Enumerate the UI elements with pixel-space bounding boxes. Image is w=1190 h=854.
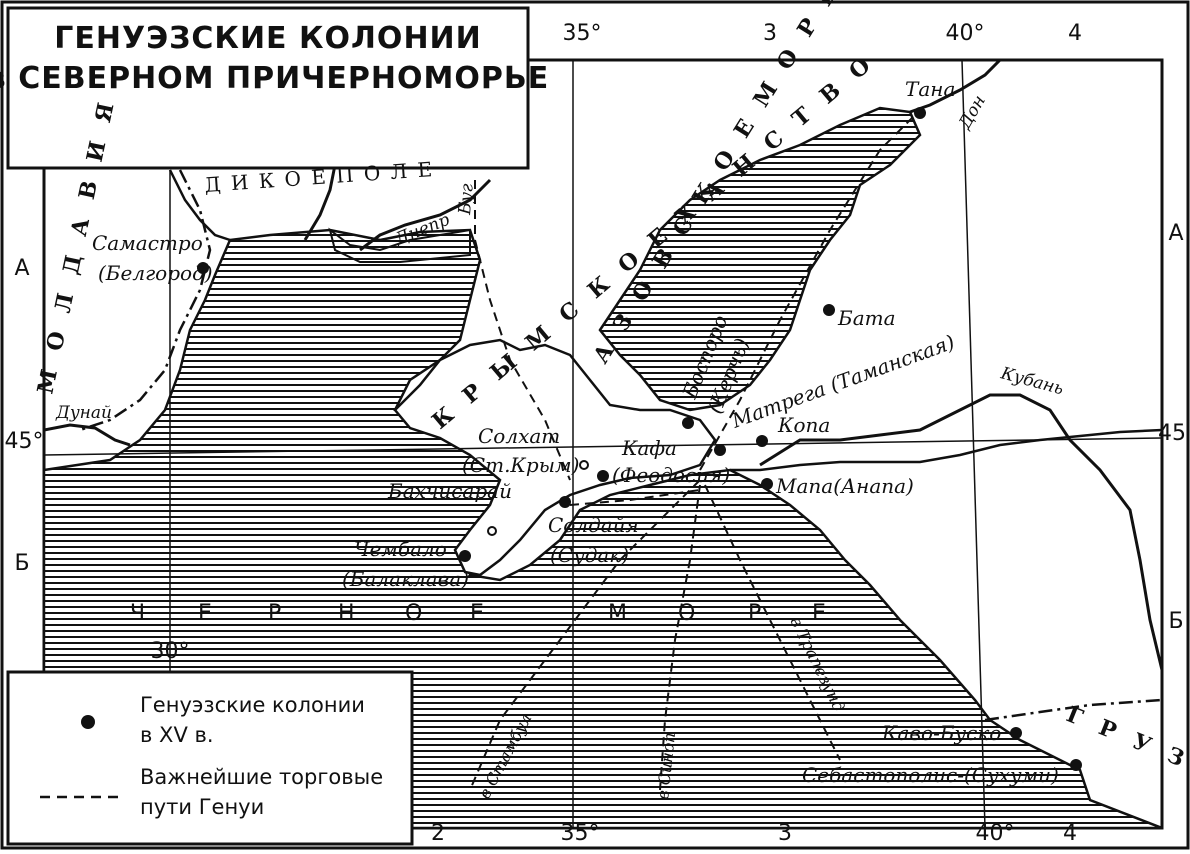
grid-right-a: А [1168, 221, 1183, 246]
sea-letter: Р [268, 601, 281, 626]
colony-dot-kavo-busko [1010, 727, 1022, 739]
grid-left-b: Б [14, 551, 29, 576]
legend-routes-line1: Важнейшие торговые [140, 765, 383, 789]
colony-dot-sebastopolis [1070, 759, 1082, 771]
sea-letter: Р [748, 601, 761, 626]
river-dunai [44, 423, 131, 447]
city-label-solkhat: Солхат [478, 424, 560, 448]
river-bug-label: Буг [455, 182, 478, 216]
city-label-mapa: Мапа(Анапа) [775, 474, 914, 498]
route-azov [699, 114, 916, 471]
route-istanbul [469, 479, 701, 791]
colony-dot-soldaya [559, 496, 571, 508]
crimea [393, 338, 717, 577]
grid-inner-30: 30° [151, 639, 190, 664]
legend-colony-symbol [81, 715, 95, 729]
route-trapezund [704, 484, 841, 761]
border-georgia [984, 698, 1162, 722]
city-label-kafa: Кафа [621, 436, 677, 460]
city-dot-solkhat [579, 460, 589, 470]
route-sinop [659, 484, 701, 791]
city-label-sebastopolis: Себастополис-(Сухуми) [802, 763, 1059, 787]
city-label-bakhchisaray: Бахчисарай [387, 479, 512, 503]
sea-letter: М [608, 601, 627, 626]
grid-top-35: 35° [563, 21, 602, 46]
title-box [6, 6, 530, 170]
grid-bottom-35: 35° [561, 821, 600, 846]
route-dniepr [474, 180, 571, 481]
grid-top-40: 40° [946, 21, 985, 46]
city-label-soldaya: Солдайя [548, 513, 639, 537]
city-markers [197, 107, 1082, 771]
parallel-45 [44, 437, 1162, 456]
legend-box [6, 670, 414, 846]
title-line-2: в СЕВЕРНОМ ПРИЧЕРНОМОРЬЕ [0, 61, 549, 96]
sea-letter: Н [338, 601, 355, 626]
trade-routes [469, 114, 916, 791]
sea-letter: О [405, 601, 422, 626]
grid-bottom-40: 40° [976, 821, 1015, 846]
colony-dot-kopa [756, 435, 768, 447]
river-kuban [759, 393, 1162, 671]
grid-bottom-2: 2 [431, 821, 445, 846]
caucasus-coast [730, 428, 1162, 472]
grid-top-4: 4 [1068, 21, 1082, 46]
legend-colonies-line2: в XV в. [140, 723, 214, 747]
river-bug [303, 164, 337, 241]
city-label-solkhat-sub: (Ст.Крым) [462, 453, 579, 477]
grid-bottom-4: 4 [1063, 821, 1077, 846]
city-dot-bakhchisaray [487, 526, 497, 536]
city-label-samastro-sub: (Белгород) [98, 261, 213, 285]
legend-colonies-line1: Генуэзские колонии [140, 693, 365, 717]
colony-dot-kafa [597, 470, 609, 482]
sea-letter: Е [198, 601, 212, 626]
city-label-kavo-busko: Каво-Буско [881, 721, 1001, 745]
meridian-40 [961, 60, 986, 828]
grid-right-45: 45 [1158, 421, 1186, 446]
colony-dot-chembalo [459, 550, 471, 562]
grid-left-a: А [14, 256, 29, 281]
black-sea-label: Ч Е Р Н О Е М О Р Е [130, 601, 826, 626]
city-label-tana: Тана [905, 77, 955, 101]
city-label-kafa-sub: (Феодосия) [612, 463, 730, 487]
city-label-samastro: Самастро [92, 231, 203, 255]
legend-routes-line2: пути Генуи [140, 795, 264, 819]
river-don [909, 60, 1002, 114]
city-label-chembalo: Чембало [354, 537, 447, 561]
city-label-soldaya-sub: (Судак) [550, 543, 629, 567]
sea-letter: О [678, 601, 695, 626]
azov-sea [598, 106, 922, 412]
north-coast [168, 169, 231, 242]
colony-dot-bata [823, 304, 835, 316]
city-label-bata: Бата [837, 306, 896, 330]
colony-dot-tana [914, 107, 926, 119]
title-line-1: ГЕНУЭЗСКИЕ КОЛОНИИ [54, 21, 482, 56]
sea-letter: Ч [130, 601, 145, 626]
colony-dot-bosporo [682, 417, 694, 429]
sea-letter: Е [812, 601, 826, 626]
river-dunai-label: Дунай [55, 403, 112, 423]
grid-bottom-3: 3 [778, 821, 792, 846]
grid-right-b: Б [1168, 609, 1183, 634]
river-dniepr [359, 178, 492, 252]
grid-left-45: 45° [5, 429, 44, 454]
colony-dot-samastro [197, 262, 209, 274]
colony-dot-matrega [714, 444, 726, 456]
city-label-kopa: Копа [777, 413, 830, 437]
sea-letter: Е [470, 601, 484, 626]
colony-dot-mapa [761, 478, 773, 490]
route-west [569, 489, 701, 506]
grid-top-3: 3 [763, 21, 777, 46]
dniepr-estuary [328, 227, 471, 263]
city-label-chembalo-sub: (Балаклава) [342, 567, 469, 591]
